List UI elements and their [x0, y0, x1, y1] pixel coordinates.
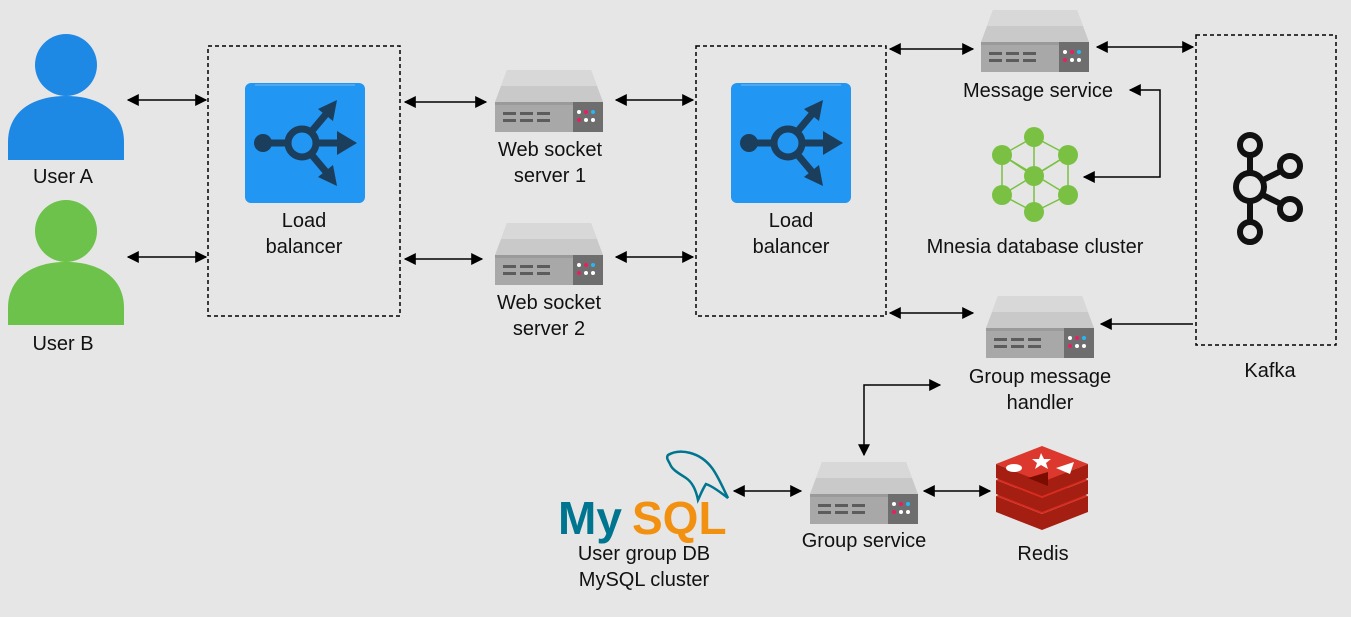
- user-b-icon: [8, 200, 124, 325]
- redis-icon: [996, 446, 1088, 530]
- arrow-message-service-mnesia: [1082, 84, 1161, 183]
- mysql-label-line1: User group DB: [577, 543, 711, 565]
- websocket-server-1-icon: [495, 70, 603, 132]
- group-message-handler-label-line1: Group message: [968, 366, 1112, 388]
- mysql-label-line2: MySQL cluster: [578, 569, 710, 591]
- group-message-handler-label: Group message handler: [969, 364, 1111, 416]
- arrow-group-handler-group-service: [858, 379, 942, 457]
- load-balancer-2-label: Load balancer: [753, 208, 830, 260]
- mysql-label: User group DB MySQL cluster: [578, 541, 710, 593]
- group-message-handler-icon: [986, 296, 1094, 358]
- websocket-server-2-label-line1: Web socket: [496, 292, 602, 314]
- mnesia-label: Mnesia database cluster: [926, 236, 1144, 258]
- mysql-logo-sql: SQL: [632, 492, 727, 544]
- connectors: [126, 41, 1195, 497]
- load-balancer-2-box: [695, 45, 887, 317]
- load-balancer-2-label-line1: Load: [768, 210, 814, 232]
- load-balancer-2-icon: [731, 83, 851, 203]
- mysql-logo-my: My: [558, 492, 622, 544]
- kafka-icon: [1233, 132, 1303, 245]
- message-service-label: Message service: [962, 80, 1114, 102]
- load-balancer-1-label-line2: balancer: [265, 236, 343, 258]
- load-balancer-1-label-line1: Load: [281, 210, 327, 232]
- mysql-dolphin-icon: [665, 450, 730, 504]
- kafka-label: Kafka: [1244, 360, 1296, 382]
- websocket-server-2-label: Web socket server 2: [497, 290, 601, 342]
- websocket-server-1-label-line1: Web socket: [497, 139, 603, 161]
- user-a-label: User A: [32, 166, 94, 188]
- message-service-icon: [981, 10, 1089, 72]
- redis-label: Redis: [1017, 543, 1069, 565]
- group-service-label: Group service: [801, 530, 927, 552]
- user-a-icon: [8, 34, 124, 160]
- websocket-server-2-icon: [495, 223, 603, 285]
- load-balancer-1-icon: [245, 83, 365, 203]
- websocket-server-1-label: Web socket server 1: [498, 137, 602, 189]
- group-message-handler-label-line2: handler: [1006, 392, 1074, 414]
- mnesia-cluster-icon: [992, 127, 1078, 222]
- group-service-icon: [810, 462, 918, 524]
- load-balancer-1-label: Load balancer: [266, 208, 343, 260]
- websocket-server-1-label-line2: server 1: [513, 165, 587, 187]
- kafka-box: [1195, 34, 1337, 346]
- load-balancer-2-label-line2: balancer: [752, 236, 830, 258]
- user-b-label: User B: [32, 333, 94, 355]
- websocket-server-2-label-line2: server 2: [512, 318, 586, 340]
